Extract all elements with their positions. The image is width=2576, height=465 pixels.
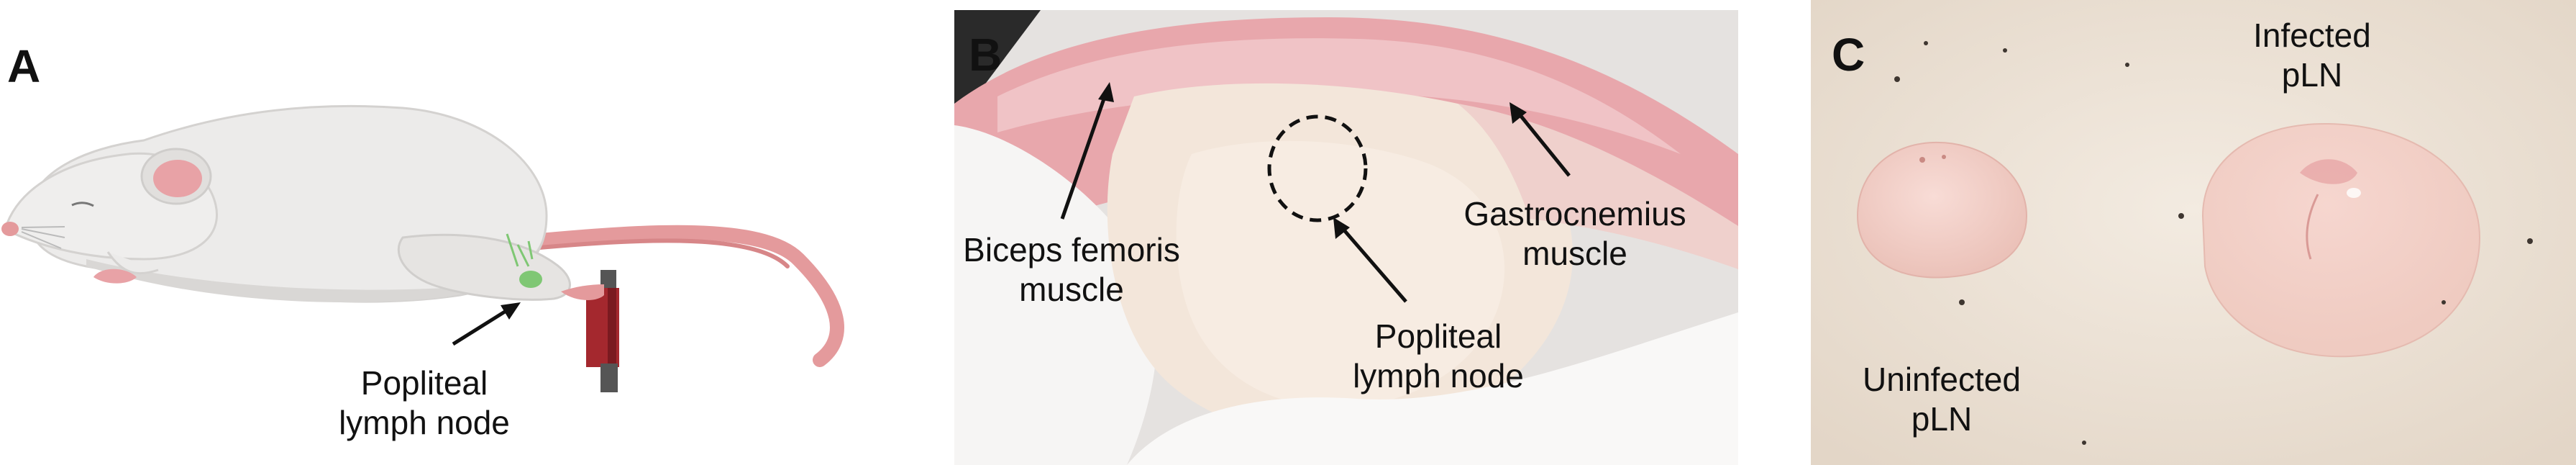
popliteal-label-a-line1: Popliteal (360, 364, 488, 402)
foot-clip-top (600, 270, 616, 292)
lymph-node-illustration (519, 271, 542, 288)
infected-label-line2: pLN (2281, 56, 2343, 94)
panel-b-letter: B (969, 29, 1002, 81)
biceps-label-line2: muscle (1019, 271, 1124, 309)
uninfected-label: Uninfected pLN (1841, 360, 2042, 439)
mouse-tail (525, 225, 844, 367)
popliteal-label-b: Popliteal lymph node (1338, 317, 1539, 396)
arrow-popliteal-b-head (1333, 217, 1350, 239)
foot-clip-highlight (608, 288, 616, 367)
infected-node-vessel (2306, 194, 2319, 260)
mouse-illustration (1, 104, 844, 392)
biceps-label-line1: Biceps femoris (963, 231, 1180, 268)
lymph-node-photo-drawing (1811, 0, 2576, 465)
dissection-photo-drawing (954, 10, 1738, 465)
gastrocnemius-label: Gastrocnemius muscle (1456, 194, 1694, 274)
panel-a-letter: A (7, 40, 41, 92)
infected-label: Infected pLN (2222, 16, 2402, 95)
white-gauze-bottom (1127, 312, 1738, 465)
popliteal-label-a: Popliteal lymph node (334, 364, 514, 443)
mouse-belly (86, 238, 543, 302)
arrow-popliteal-b (1339, 225, 1407, 303)
popliteal-label-b-line1: Popliteal (1374, 317, 1502, 355)
infected-label-line1: Infected (2253, 17, 2371, 54)
mouse-tail-shade (530, 238, 790, 268)
foot-clip-bottom (600, 364, 618, 392)
gastrocnemius-label-line2: muscle (1522, 235, 1627, 273)
mouse-hind-paw (561, 284, 604, 300)
arrow-biceps (1060, 90, 1109, 220)
mouse-front-paw (93, 268, 137, 284)
lymph-node-photo (1811, 0, 2576, 465)
popliteal-label-b-line2: lymph node (1353, 357, 1524, 395)
popliteal-label-a-line2: lymph node (339, 404, 510, 442)
gastrocnemius-tissue (1458, 104, 1738, 269)
uninfected-lymph-node (1856, 141, 2028, 279)
mouse-whiskers (21, 226, 65, 249)
arrow-a-popliteal-head (501, 302, 521, 320)
infected-lymph-node (2201, 122, 2481, 358)
infected-node-redness (2300, 159, 2357, 184)
arrow-a-popliteal (452, 306, 512, 346)
mouse-ear-inner (153, 160, 202, 197)
biceps-label: Biceps femoris muscle (953, 230, 1190, 310)
mouse-nose (1, 222, 19, 236)
arrow-gastrocnemius (1515, 109, 1571, 177)
uninfected-label-line2: pLN (1911, 400, 1973, 438)
uninfected-label-line1: Uninfected (1863, 361, 2021, 398)
dissection-photo (954, 10, 1738, 465)
popliteal-fossa-shade (1176, 140, 1505, 407)
pink-tissue-light (997, 38, 1681, 154)
lymph-node-circle (1267, 114, 1368, 222)
lymph-vessel (506, 233, 534, 267)
arrow-gastrocnemius-head (1509, 102, 1527, 124)
panel-c-letter: C (1832, 29, 1865, 81)
panel-b-overlay (1060, 82, 1571, 303)
gastrocnemius-label-line1: Gastrocnemius (1463, 195, 1686, 232)
mouse-front-leg (106, 251, 159, 275)
arrow-biceps-head (1098, 82, 1114, 102)
mouse-eye (71, 202, 94, 207)
white-fascia-left (954, 125, 1157, 465)
